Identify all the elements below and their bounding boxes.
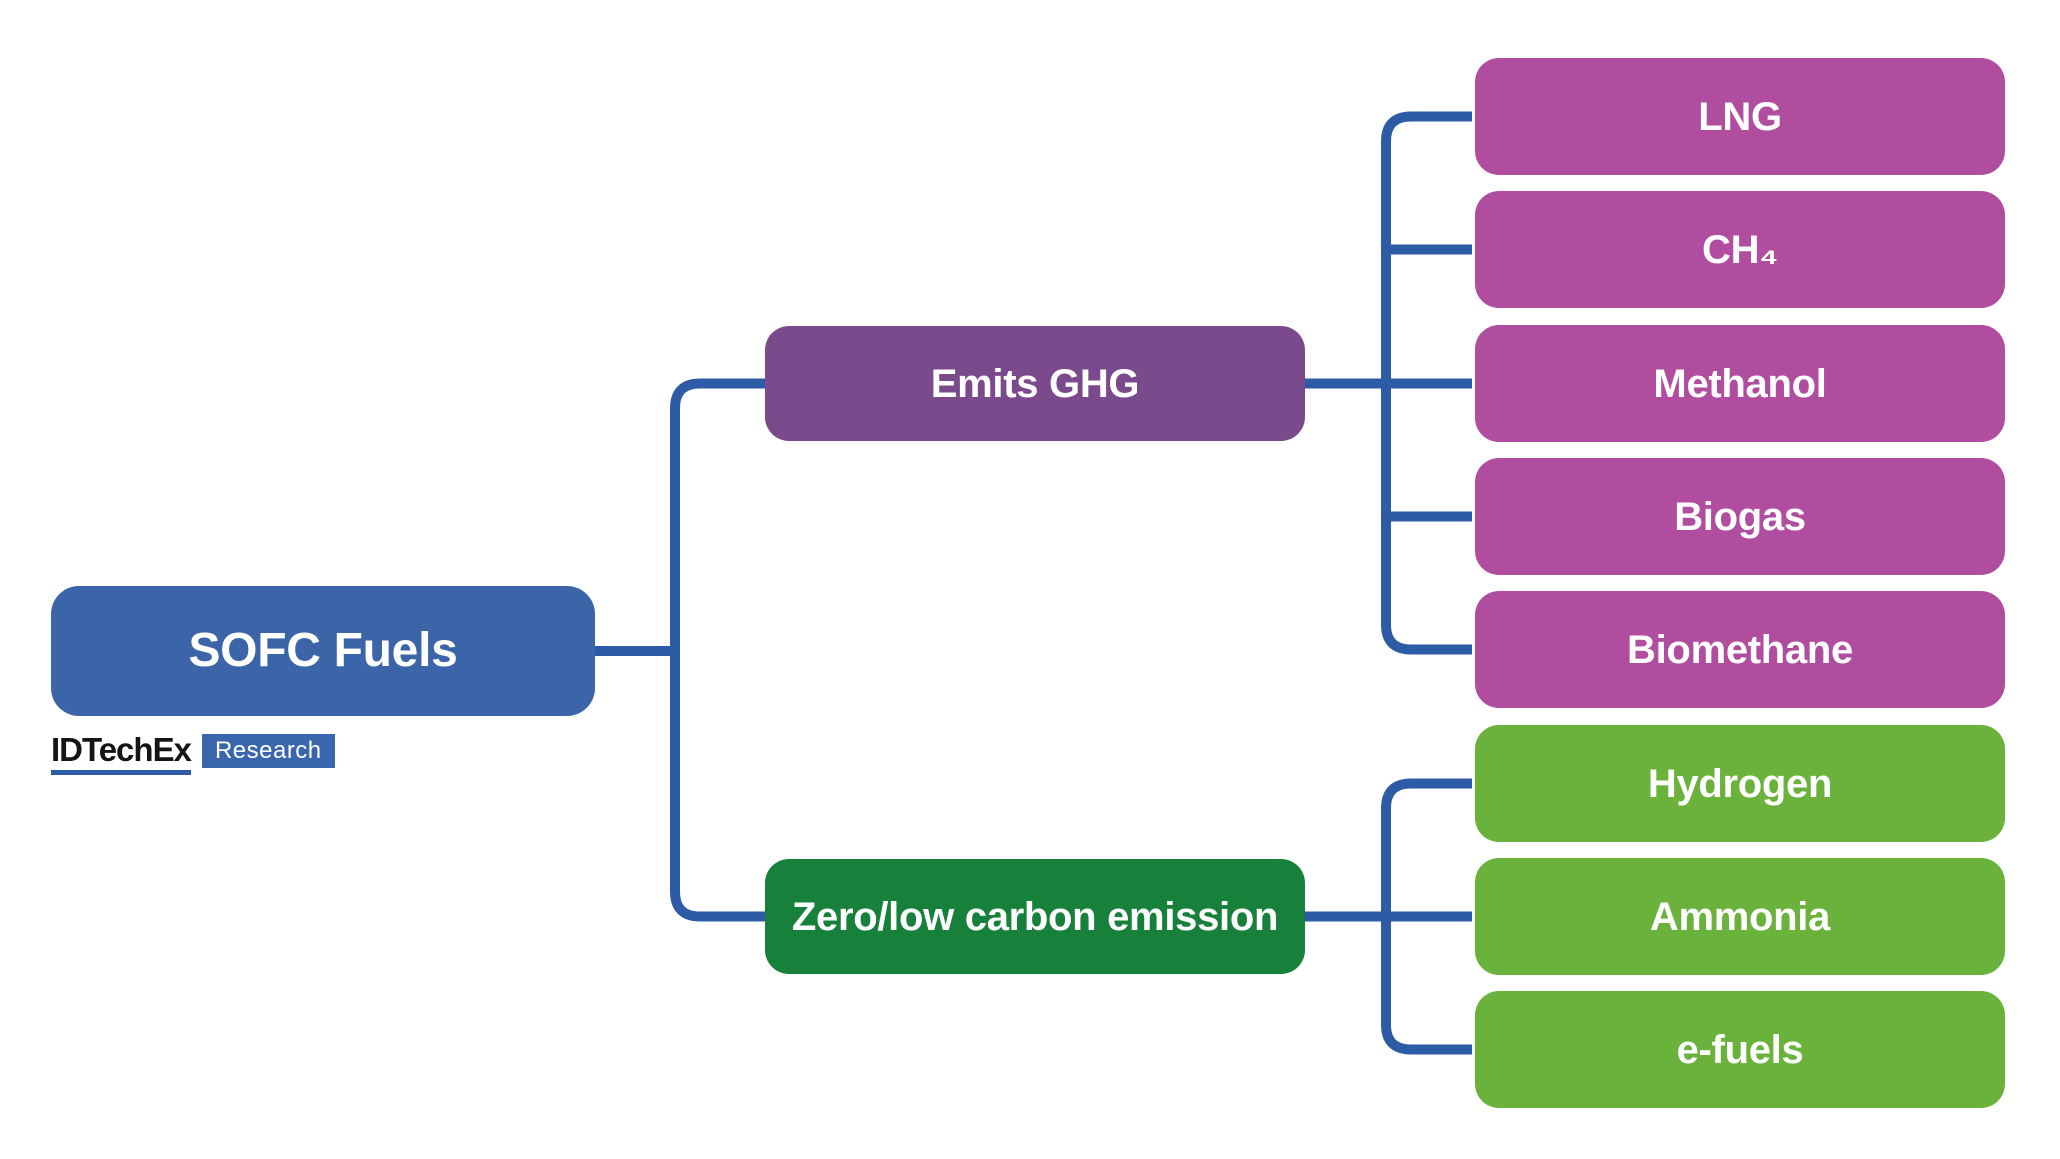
node-e-fuels: e-fuels	[1475, 991, 2005, 1108]
idtechex-logo: IDTechEx Research	[51, 733, 335, 775]
node-lng: LNG	[1475, 58, 2005, 175]
node-methanol: Methanol	[1475, 325, 2005, 442]
node-hydrogen: Hydrogen	[1475, 725, 2005, 842]
logo-research-badge: Research	[201, 734, 335, 768]
node-sofc-fuels: SOFC Fuels	[51, 586, 595, 716]
connector-root-spine	[670, 378, 765, 922]
node-ch4: CH₄	[1475, 191, 2005, 308]
logo-brand-text: IDTechEx	[51, 733, 192, 775]
node-zero-low-carbon-emission: Zero/low carbon emission	[765, 859, 1305, 974]
node-emits-ghg: Emits GHG	[765, 326, 1305, 441]
node-biogas: Biogas	[1475, 458, 2005, 575]
node-biomethane: Biomethane	[1475, 591, 2005, 708]
node-ammonia: Ammonia	[1475, 858, 2005, 975]
